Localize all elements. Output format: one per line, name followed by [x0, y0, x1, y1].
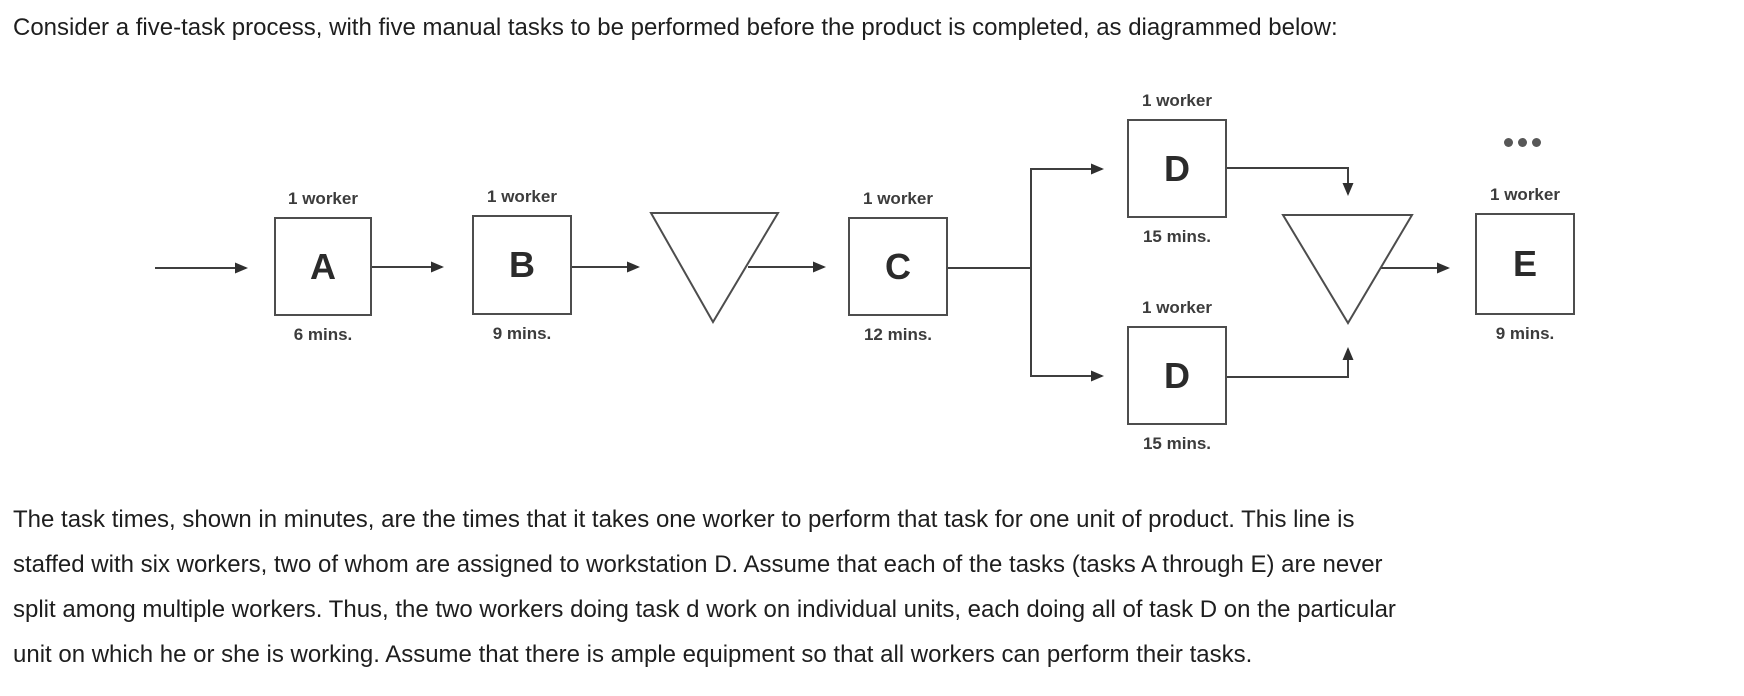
task-time-label-B: 9 mins. — [492, 324, 552, 343]
task-time-label-E: 9 mins. — [1495, 324, 1555, 343]
arrow-D-top-to-inventory2 — [1226, 167, 1354, 196]
task-letter-D-bottom: D — [1164, 354, 1190, 396]
worker-count-label-D-top: 1 worker — [1142, 91, 1212, 110]
worker-count-label-B: 1 worker — [487, 187, 557, 206]
task-station-A: 1 worker A 6 mins. — [274, 189, 372, 344]
diagram-connectors — [155, 163, 1450, 382]
worker-count-label-D-bottom: 1 worker — [1142, 298, 1212, 317]
task-letter-B: B — [509, 244, 535, 285]
intro-text: Consider a five-task process, with five … — [13, 14, 1338, 41]
ellipsis-dot — [1518, 138, 1527, 147]
body-paragraph: The task times, shown in minutes, are th… — [13, 497, 1396, 677]
body-line: split among multiple workers. Thus, the … — [13, 596, 1396, 623]
ellipsis-dot — [1504, 138, 1513, 147]
task-letter-E: E — [1512, 243, 1537, 284]
worker-count-label-E: 1 worker — [1490, 185, 1560, 204]
task-station-D-bottom: 1 worker D 15 mins. — [1127, 298, 1227, 453]
task-time-label-D-bottom: 15 mins. — [1142, 434, 1212, 453]
ellipsis-icon — [1504, 138, 1541, 147]
task-box-A: A — [274, 217, 372, 316]
task-time-label-C: 12 mins. — [863, 325, 933, 344]
task-box-D-top: D — [1127, 119, 1227, 218]
task-station-D-top: 1 worker D 15 mins. — [1127, 91, 1227, 246]
inventory-triangle-1 — [649, 212, 780, 324]
task-letter-C: C — [885, 245, 911, 287]
body-line: The task times, shown in minutes, are th… — [13, 506, 1355, 533]
ellipsis-dot — [1532, 138, 1541, 147]
worker-count-label-C: 1 worker — [863, 189, 933, 208]
task-letter-A: A — [310, 245, 336, 287]
task-time-label-D-top: 15 mins. — [1142, 227, 1212, 246]
task-station-E: 1 worker E 9 mins. — [1475, 185, 1575, 343]
inventory-triangle-2 — [1281, 214, 1414, 325]
arrow-D-bottom-to-inventory2 — [1226, 347, 1354, 378]
process-flow-diagram: 1 worker A 6 mins. 1 worker B 9 mins. 1 … — [155, 91, 1575, 453]
task-box-D-bottom: D — [1127, 326, 1227, 425]
task-box-E: E — [1475, 213, 1575, 315]
task-station-B: 1 worker B 9 mins. — [472, 187, 572, 343]
worker-count-label-A: 1 worker — [288, 189, 358, 208]
task-letter-D-top: D — [1164, 147, 1190, 189]
body-line: unit on which he or she is working. Assu… — [13, 641, 1253, 668]
task-box-B: B — [472, 215, 572, 315]
body-line: staffed with six workers, two of whom ar… — [13, 551, 1383, 578]
task-time-label-A: 6 mins. — [293, 325, 353, 344]
task-station-C: 1 worker C 12 mins. — [848, 189, 948, 344]
task-box-C: C — [848, 217, 948, 316]
